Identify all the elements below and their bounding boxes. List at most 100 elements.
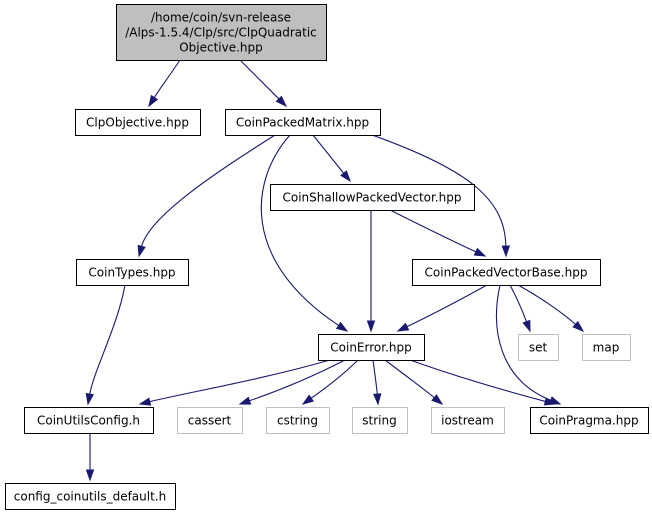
node-label: CoinTypes.hpp bbox=[88, 266, 175, 280]
node-coin-shallow-packed-vector[interactable]: CoinShallowPackedVector.hpp bbox=[270, 184, 475, 211]
node-box bbox=[225, 109, 381, 136]
node-box bbox=[24, 407, 154, 434]
arrowhead bbox=[335, 321, 349, 332]
node-label: string bbox=[362, 414, 396, 428]
node-label: map bbox=[593, 341, 620, 355]
node-box bbox=[177, 407, 243, 434]
node-label: CoinPragma.hpp bbox=[539, 414, 638, 428]
node-box bbox=[352, 407, 408, 434]
node-cstring[interactable]: cstring bbox=[266, 407, 330, 434]
edge-coin-error-to-iostream bbox=[384, 359, 444, 405]
node-config-coinutils-default[interactable]: config_coinutils_default.h bbox=[5, 483, 176, 510]
node-cassert[interactable]: cassert bbox=[177, 407, 243, 434]
edge-coin-error-to-coin-utils-config bbox=[138, 359, 331, 406]
nodes-layer: /home/coin/svn-release/Alps-1.5.4/Clp/sr… bbox=[5, 4, 649, 510]
node-box bbox=[582, 334, 631, 361]
edge-coin-error-to-cstring bbox=[301, 359, 359, 405]
node-label: CoinError.hpp bbox=[330, 341, 411, 355]
node-label: /home/coin/svn-release bbox=[151, 11, 291, 25]
node-label: ClpObjective.hpp bbox=[86, 116, 189, 130]
node-box bbox=[116, 4, 327, 61]
edge-coin-packed-matrix-to-coin-error bbox=[260, 134, 349, 332]
node-clp-objective[interactable]: ClpObjective.hpp bbox=[75, 109, 201, 136]
node-box bbox=[270, 184, 475, 211]
edge-line bbox=[409, 359, 546, 402]
edge-coin-packed-vector-base-to-coin-error bbox=[396, 284, 488, 332]
node-coin-utils-config[interactable]: CoinUtilsConfig.h bbox=[24, 407, 154, 434]
node-box bbox=[5, 483, 176, 510]
arrowhead bbox=[501, 245, 511, 258]
edge-coin-packed-matrix-to-coin-packed-vector-base bbox=[371, 134, 511, 258]
arrowhead bbox=[340, 170, 351, 183]
edge-coin-packed-matrix-to-coin-types bbox=[137, 134, 276, 258]
edge-line bbox=[149, 359, 331, 403]
edge-coin-shallow-packed-vector-to-coin-error bbox=[366, 209, 376, 333]
node-label: cstring bbox=[277, 414, 318, 428]
node-set[interactable]: set bbox=[518, 334, 559, 361]
edge-line bbox=[141, 134, 276, 247]
node-coin-error[interactable]: CoinError.hpp bbox=[318, 334, 425, 361]
edge-coin-packed-vector-base-to-set bbox=[509, 284, 531, 333]
edge-coin-shallow-packed-vector-to-coin-packed-vector-base bbox=[389, 209, 487, 257]
edge-line bbox=[517, 284, 576, 325]
node-root[interactable]: /home/coin/svn-release/Alps-1.5.4/Clp/sr… bbox=[116, 4, 327, 61]
edge-root-to-coin-packed-matrix bbox=[239, 59, 288, 108]
node-box bbox=[412, 259, 601, 286]
edge-line bbox=[406, 284, 488, 328]
edge-coin-error-to-cassert bbox=[238, 359, 346, 405]
node-box bbox=[530, 407, 649, 434]
node-box bbox=[266, 407, 330, 434]
node-coin-packed-matrix[interactable]: CoinPackedMatrix.hpp bbox=[225, 109, 381, 136]
node-label: CoinUtilsConfig.h bbox=[37, 414, 140, 428]
node-iostream[interactable]: iostream bbox=[431, 407, 505, 434]
arrowhead bbox=[522, 319, 531, 333]
arrowhead bbox=[373, 393, 382, 406]
node-label: iostream bbox=[441, 414, 494, 428]
node-label: CoinPackedVectorBase.hpp bbox=[425, 266, 588, 280]
node-box bbox=[75, 109, 201, 136]
edge-coin-packed-vector-base-to-map bbox=[517, 284, 585, 333]
edge-line bbox=[495, 284, 551, 401]
node-label: cassert bbox=[188, 414, 232, 428]
edge-line bbox=[384, 359, 435, 399]
node-string[interactable]: string bbox=[352, 407, 408, 434]
arrowhead bbox=[543, 397, 557, 406]
node-box bbox=[431, 407, 505, 434]
arrowhead bbox=[85, 469, 95, 482]
edge-line bbox=[249, 359, 346, 402]
edge-line bbox=[89, 284, 126, 395]
node-label: CoinShallowPackedVector.hpp bbox=[282, 191, 461, 205]
edge-line bbox=[509, 284, 528, 322]
node-label: config_coinutils_default.h bbox=[14, 490, 166, 504]
edge-line bbox=[153, 59, 181, 98]
arrowhead bbox=[366, 320, 376, 333]
node-label: /Alps-1.5.4/Clp/src/ClpQuadratic bbox=[125, 26, 317, 40]
arrowhead bbox=[85, 392, 94, 406]
edge-coin-types-to-coin-utils-config bbox=[85, 284, 126, 406]
edge-root-to-clp-objective bbox=[148, 59, 181, 108]
edge-coin-error-to-coin-pragma bbox=[409, 359, 557, 406]
edge-line bbox=[372, 359, 378, 395]
arrowhead bbox=[431, 394, 444, 405]
edge-coin-error-to-string bbox=[372, 359, 382, 406]
edge-line bbox=[239, 59, 280, 100]
arrowhead bbox=[148, 94, 159, 108]
node-box bbox=[518, 334, 559, 361]
node-box bbox=[76, 259, 189, 286]
node-coin-packed-vector-base[interactable]: CoinPackedVectorBase.hpp bbox=[412, 259, 601, 286]
arrowhead bbox=[138, 397, 152, 406]
node-map[interactable]: map bbox=[582, 334, 631, 361]
edge-coin-utils-config-to-config-coinutils-default bbox=[85, 433, 95, 482]
node-coin-pragma[interactable]: CoinPragma.hpp bbox=[530, 407, 649, 434]
arrowhead bbox=[572, 320, 585, 333]
edge-line bbox=[312, 134, 345, 174]
edge-line bbox=[260, 134, 339, 326]
node-coin-types[interactable]: CoinTypes.hpp bbox=[76, 259, 189, 286]
arrowhead bbox=[473, 247, 487, 257]
arrowhead bbox=[301, 394, 315, 405]
edge-line bbox=[389, 209, 477, 253]
edge-line bbox=[310, 359, 359, 399]
node-box bbox=[318, 334, 425, 361]
node-label: Objective.hpp bbox=[179, 41, 263, 55]
